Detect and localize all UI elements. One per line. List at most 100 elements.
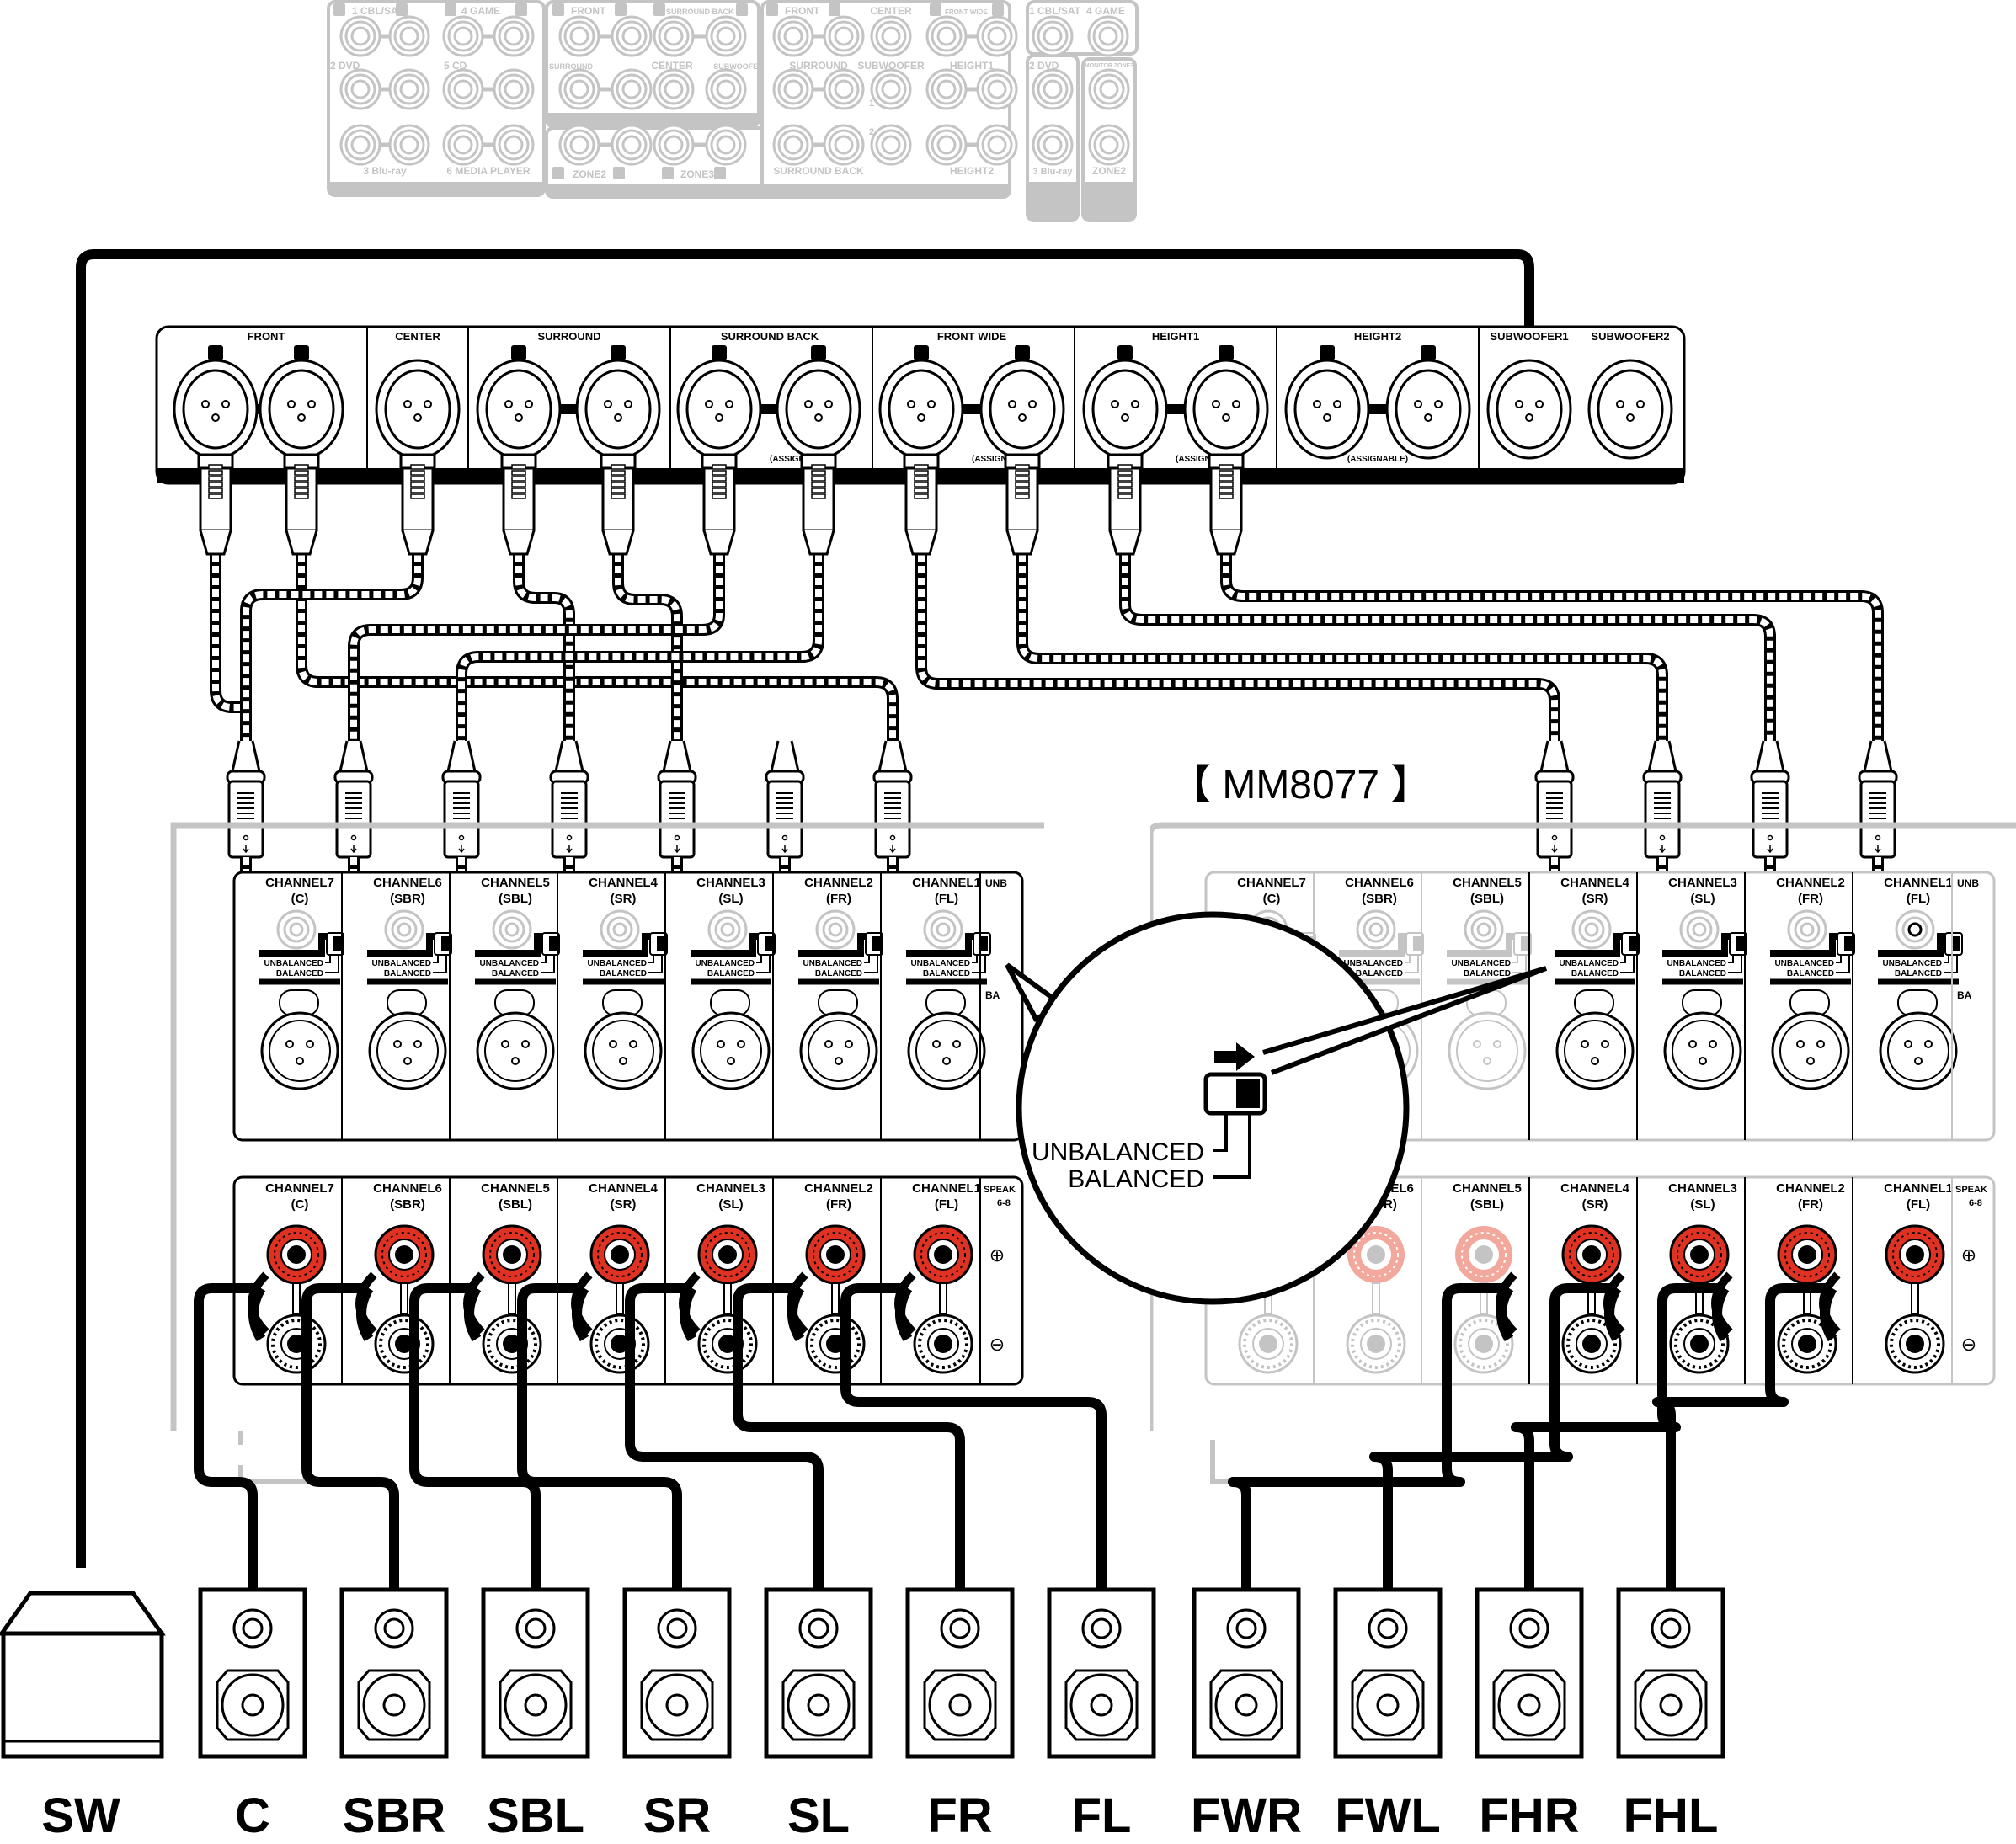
channel-badge-letter: R [769,5,776,17]
xlr-plug-grip [712,476,727,482]
xlr-pin [725,400,733,408]
panel-label: VIDEO [1037,186,1068,198]
rca-center [621,135,642,155]
xlr-cable [1016,554,1668,741]
amp2-foot [1210,1440,1297,1484]
rca-ring [616,129,648,161]
xlr-input [799,1011,878,1090]
rca-ring [1037,73,1069,105]
tweeter-center [383,1617,405,1639]
switch-leader [325,955,331,963]
rca-center [834,135,854,155]
xlr-jack [979,359,1065,460]
channel-badge [766,3,778,16]
terminal-knurl [489,1232,535,1277]
balance-switch-knob [872,936,880,951]
xlr-plug-grip [208,493,223,499]
rca-center [783,26,803,46]
woofer [1069,1673,1133,1737]
terminal-knurl [702,1319,753,1369]
rca-ring [981,129,1013,161]
xlr-input [584,1011,663,1090]
channel-sub: (SR) [1582,1197,1608,1212]
rca-center [399,26,419,46]
terminal-knurl [1566,1319,1617,1369]
xlr-plug-grip [208,464,223,470]
xlr-plug-boot [662,740,692,773]
tweeter-center [1377,1617,1399,1639]
rca-center [987,135,1007,155]
xlr-plug-grip [1117,476,1133,482]
xlr-plug-boot [770,740,800,773]
rca-center [350,135,371,155]
xlr-pin [296,1057,304,1065]
terminal-hole [395,1335,413,1353]
panel-label: UNBALANCED PRE OUT [719,184,839,195]
rca-ring [710,129,742,161]
xlr-pin [705,400,713,408]
rca-ring [931,20,963,52]
pre-out-label: PRE OUT [842,470,895,483]
xlr-plug-grip [208,488,223,493]
rca-center [569,135,589,155]
xlr-plug-grip [511,488,526,493]
xlr-plug-grip [811,493,826,499]
rca-input-ring [1578,916,1605,943]
group-title: SUBWOOFER1 [1490,330,1568,343]
xlr-pin [1111,400,1119,408]
terminal-hole [503,1245,521,1264]
woofer-center [807,1693,830,1717]
channel-badge [333,3,345,16]
woofer-center [1376,1693,1400,1717]
woofer-center [1090,1693,1113,1717]
rca-ring [658,20,690,52]
xlr-jack [173,359,259,460]
panel-label: MONITOR ZONE3 [1085,63,1133,69]
xlr-jack [1183,359,1269,460]
channel-name: CHANNEL4 [589,1181,658,1196]
panel-label: SURROUND [789,60,848,72]
terminal-bridge [616,1282,624,1314]
switch-balanced-label: BALANCED [1787,969,1834,978]
xlr-plug-grip [1219,493,1234,499]
woofer-center [1517,1693,1541,1717]
subwoofer-cable [76,249,1534,1568]
switch-leader [756,955,771,973]
xlr-pin [907,400,915,408]
xlr-plug-grip [1219,476,1234,482]
rca-input-center [504,922,520,937]
speaker-cable-split [787,1271,808,1335]
channel-name: CHANNEL4 [1560,1181,1629,1196]
xlr-cable [296,554,899,741]
rca-center [621,79,642,99]
rca-ring [616,73,648,105]
switch-leader [756,955,762,963]
xlr-pin [1414,400,1422,408]
xlr-jack [575,359,661,460]
rca-ring [658,129,690,161]
minus-icon: ⊖ [1961,1334,1976,1355]
xlr-pin [1323,413,1331,422]
xlr-plug-grip [294,482,309,488]
terminal-hole [934,1335,952,1353]
channel-badge [294,345,309,360]
xlr-plug-grip [1117,464,1133,470]
rca-ring [931,73,963,105]
xlr-pin [1434,400,1443,408]
xlr-pin [952,1040,961,1048]
woofer [787,1673,851,1737]
xlr-pin [1493,1040,1501,1048]
xlr-pin [504,400,513,408]
callout-balanced-label: BALANCED [1068,1165,1204,1193]
rca-center [399,135,419,155]
rca-input-ring [1363,916,1389,943]
xlr-pin [413,413,422,422]
rca-center [504,135,524,155]
terminal-knurl [1569,1232,1614,1277]
tweeter-center [525,1617,547,1639]
xlr-pin [1473,1040,1481,1048]
group-title: HEIGHT2 [1354,330,1401,343]
xlr-plug-grip [1015,476,1030,482]
switch-leader [972,955,986,973]
terminal-hole [1475,1335,1493,1353]
